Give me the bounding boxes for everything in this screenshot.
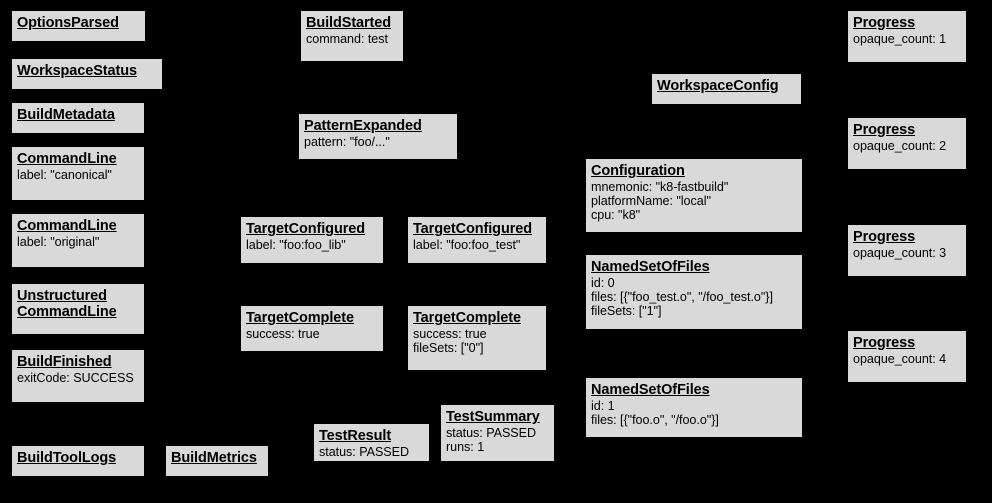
node-title: CommandLine [17,218,117,234]
node-title: NamedSetOfFiles [591,259,710,275]
node-workspace-status[interactable]: WorkspaceStatus [11,58,163,90]
node-title: WorkspaceStatus [17,63,137,79]
node-fields: pattern: "foo/..." [304,135,390,150]
node-title: WorkspaceConfig [657,78,779,94]
node-fields: id: 0 files: [{"foo_test.o", "/foo_test.… [591,276,773,319]
node-fields: status: PASSED runs: 1 [446,426,537,455]
node-unstructured-cmdline[interactable]: Unstructured CommandLine [11,283,145,335]
node-title: PatternExpanded [304,118,422,134]
node-fields: exitCode: SUCCESS [17,371,134,386]
node-title: TargetConfigured [246,221,365,237]
node-title: TargetComplete [246,310,354,326]
node-title: Progress [853,15,916,31]
node-fields: mnemonic: "k8-fastbuild" platformName: "… [591,180,729,223]
node-build-tool-logs[interactable]: BuildToolLogs [11,445,145,477]
node-fields: success: true fileSets: ["0"] [413,327,487,356]
node-options-parsed[interactable]: OptionsParsed [11,10,146,42]
node-fields: label: "canonical" [17,168,112,183]
node-title: TestResult [319,428,392,444]
node-title: BuildMetrics [171,450,257,466]
node-fields: label: "foo:foo_test" [413,238,521,253]
node-title: Configuration [591,163,685,179]
node-fields: id: 1 files: [{"foo.o", "/foo.o"}] [591,399,719,428]
node-fields: opaque_count: 2 [853,139,947,154]
node-fields: status: PASSED [319,445,410,460]
node-title: TargetConfigured [413,221,532,237]
node-build-metrics[interactable]: BuildMetrics [165,445,269,477]
node-title: TestSummary [446,409,540,425]
node-fields: label: "foo:foo_lib" [246,238,346,253]
node-fields: success: true [246,327,320,342]
node-title: BuildFinished [17,354,112,370]
node-title: BuildMetadata [17,107,115,123]
node-title: OptionsParsed [17,15,119,31]
node-fields: opaque_count: 3 [853,246,947,261]
node-fields: command: test [306,32,388,47]
node-workspace-config[interactable]: WorkspaceConfig [651,73,802,105]
node-title: Unstructured CommandLine [17,288,117,321]
node-title: TargetComplete [413,310,521,326]
node-fields: opaque_count: 4 [853,352,947,367]
node-title: Progress [853,229,916,245]
node-title: NamedSetOfFiles [591,382,710,398]
node-fields: label: "original" [17,235,100,250]
node-fields: opaque_count: 1 [853,32,947,47]
node-title: Progress [853,122,916,138]
node-title: BuildStarted [306,15,392,31]
node-title: BuildToolLogs [17,450,117,466]
node-title: Progress [853,335,916,351]
node-build-metadata[interactable]: BuildMetadata [11,102,145,134]
node-title: CommandLine [17,151,117,167]
